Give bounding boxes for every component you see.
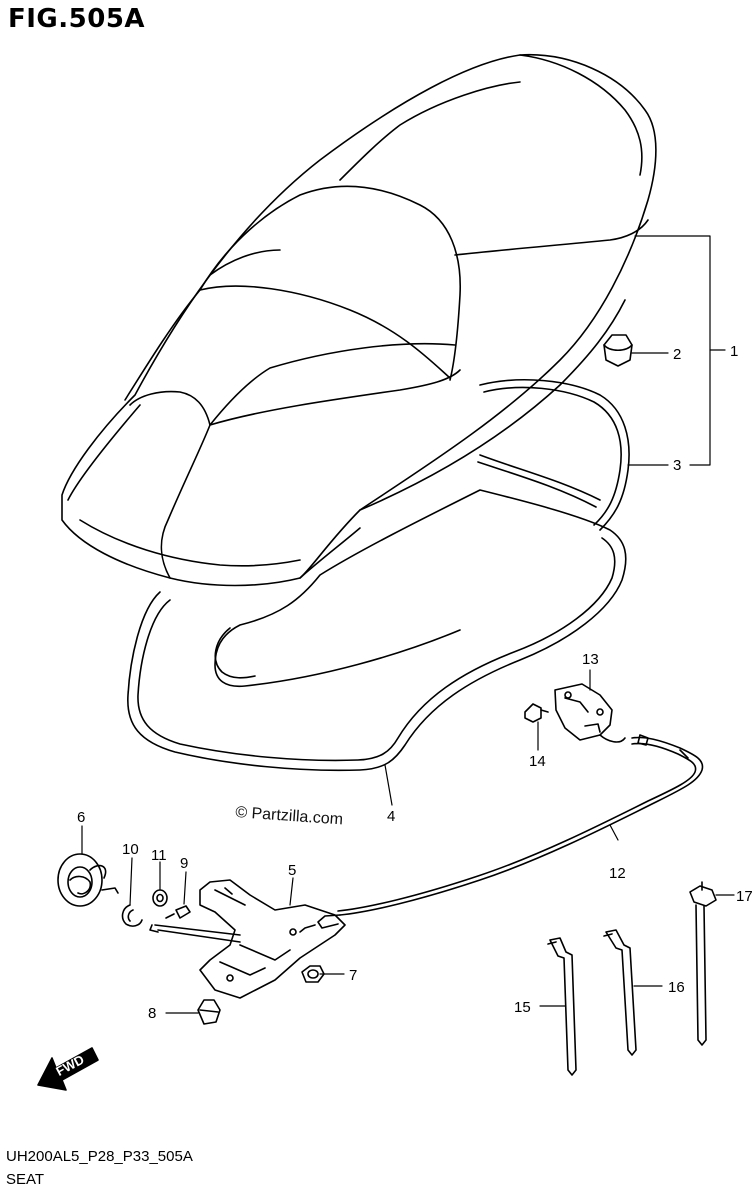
callout-12: 12: [609, 865, 626, 882]
seat-base-part-4: [127, 489, 627, 772]
tie-part-17: [689, 881, 717, 1046]
circlip-part-10: [121, 904, 143, 927]
seat-assembly: [61, 53, 657, 587]
callout-13: 13: [582, 651, 599, 668]
leader-lines: [81, 235, 735, 1014]
callout-4: 4: [387, 808, 395, 825]
callout-8: 8: [148, 1005, 156, 1022]
seat-trim-part-3: [477, 379, 630, 531]
cap-part-8: [197, 999, 221, 1025]
hinge-bracket-part-5: [149, 879, 346, 999]
latch-part-13: [554, 683, 626, 743]
callout-6: 6: [77, 809, 85, 826]
washer-part-11: [152, 889, 168, 907]
callout-labels: 1 2 3 4 5 6 7 8 9 10 11 12 13 14 15 16 1…: [77, 343, 753, 1022]
cable-part-12: [299, 734, 704, 933]
callout-17: 17: [736, 888, 753, 905]
callout-11: 11: [151, 847, 167, 864]
callout-1: 1: [730, 343, 738, 360]
callout-9: 9: [180, 855, 188, 872]
figure-name: SEAT: [6, 1171, 45, 1188]
figure-code: UH200AL5_P28_P33_505A: [6, 1148, 193, 1165]
callout-10: 10: [122, 841, 139, 858]
figure-title: FIG.505A: [8, 4, 146, 34]
forward-arrow-icon: FWD: [37, 1047, 99, 1091]
callout-5: 5: [288, 862, 296, 879]
bolt-part-14: [524, 703, 549, 723]
screw-part-9: [165, 905, 191, 919]
tie-part-16: [603, 929, 637, 1056]
spring-part-6: [57, 853, 119, 907]
callout-2: 2: [673, 346, 681, 363]
callout-3: 3: [673, 457, 681, 474]
callout-7: 7: [349, 967, 357, 984]
cushion-part-2: [603, 334, 633, 367]
callout-14: 14: [529, 753, 546, 770]
callout-16: 16: [668, 979, 685, 996]
callout-15: 15: [514, 999, 531, 1016]
tie-part-15: [547, 937, 577, 1076]
